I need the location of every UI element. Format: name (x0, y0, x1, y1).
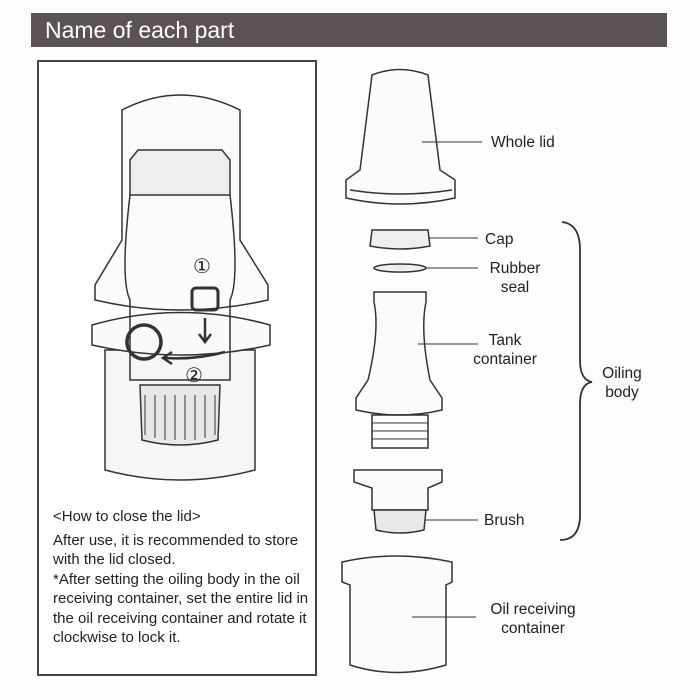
label-oil-line1: Oil receiving (490, 601, 576, 618)
label-oil-line2: container (501, 620, 565, 637)
how-to-close-instructions: <How to close the lid> After use, it is … (53, 507, 313, 648)
label-oiling-body: Oiling body (592, 364, 652, 402)
section-header: Name of each part (31, 13, 667, 47)
label-brush: Brush (484, 512, 525, 529)
cap-drawing (369, 229, 478, 250)
label-oiling-line2: body (605, 384, 639, 401)
whole-lid-drawing (345, 68, 482, 205)
label-rubber-seal-line1: Rubber (489, 260, 541, 277)
step-2-marker: ② (185, 365, 203, 387)
label-oiling-line1: Oiling (602, 365, 642, 382)
how-to-body: After use, it is recommended to store wi… (53, 531, 299, 569)
assembled-product-drawing (91, 94, 271, 481)
label-tank-line2: container (473, 351, 537, 368)
label-rubber-seal-line2: seal (500, 279, 530, 296)
label-whole-lid: Whole lid (491, 134, 555, 151)
oil-receiving-container-drawing (341, 555, 476, 674)
label-oil-receiving-container: Oil receiving container (476, 600, 590, 638)
label-tank-container: Tank container (460, 331, 550, 369)
brush-drawing (353, 469, 478, 534)
how-to-title: <How to close the lid> (53, 508, 201, 525)
rubber-seal-drawing (373, 263, 478, 273)
label-rubber-seal: Rubber seal (480, 259, 550, 297)
label-cap: Cap (485, 231, 514, 248)
how-to-note: *After setting the oiling body in the oi… (53, 570, 309, 647)
label-tank-line1: Tank (488, 332, 522, 349)
oiling-body-brace (559, 221, 593, 541)
section-title: Name of each part (45, 17, 235, 43)
tank-container-drawing (355, 291, 478, 449)
step-1-marker: ① (193, 256, 211, 278)
